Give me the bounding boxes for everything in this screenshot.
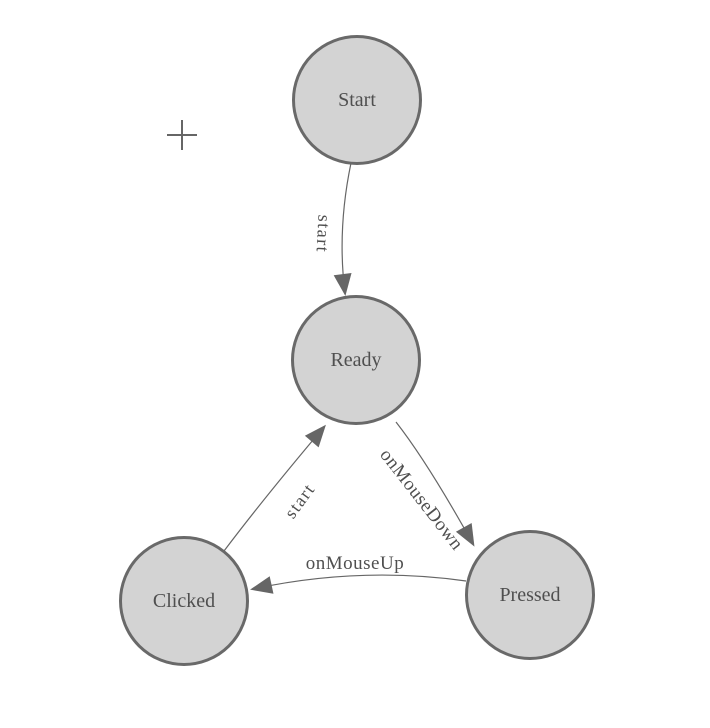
edge-pressed-to-clicked[interactable] bbox=[250, 574, 467, 594]
node-clicked-label: Clicked bbox=[152, 589, 216, 612]
node-ready-label: Ready bbox=[330, 348, 382, 371]
node-ready[interactable]: Ready bbox=[291, 295, 421, 425]
node-start-label: Start bbox=[338, 88, 376, 111]
crosshair-cursor-icon bbox=[167, 120, 197, 150]
edge-clicked-to-ready[interactable] bbox=[223, 424, 326, 552]
edge-start-to-ready[interactable] bbox=[333, 162, 352, 296]
edge-ready-to-pressed[interactable] bbox=[395, 421, 475, 547]
node-pressed-label: Pressed bbox=[499, 583, 561, 606]
edge-label-pressed-to-clicked: onMouseUp bbox=[305, 553, 405, 574]
edge-label-start-to-ready: start bbox=[312, 214, 335, 254]
node-start[interactable]: Start bbox=[292, 35, 422, 165]
node-pressed[interactable]: Pressed bbox=[465, 530, 595, 660]
node-clicked[interactable]: Clicked bbox=[119, 536, 249, 666]
